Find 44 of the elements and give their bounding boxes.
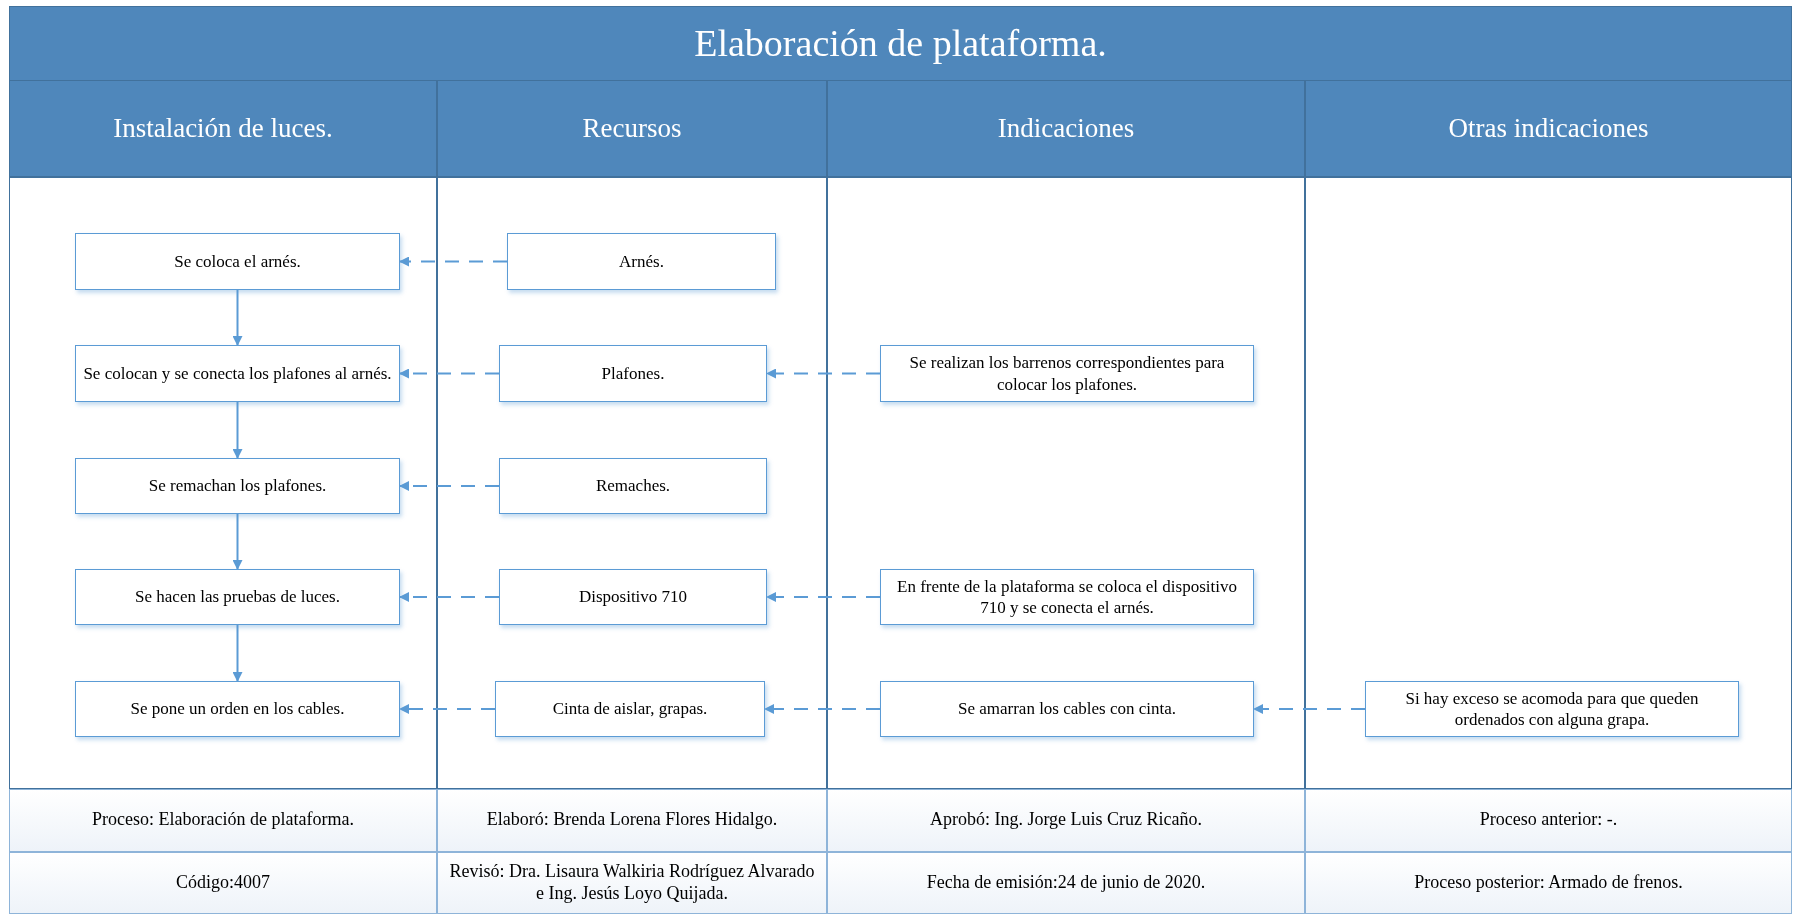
arrow xyxy=(399,592,500,602)
process-box: Si hay exceso se acomoda para que queden ordenados con alguna grapa. xyxy=(1365,681,1739,737)
arrow xyxy=(232,401,243,459)
table-cell: Código:4007 xyxy=(9,851,437,914)
table-cell: Aprobó: Ing. Jorge Luis Cruz Ricaño. xyxy=(827,789,1305,852)
process-box: Se pone un orden en los cables. xyxy=(75,681,400,737)
lane-header: Instalación de luces. xyxy=(10,81,436,178)
swimlane xyxy=(437,80,827,789)
table-cell: Fecha de emisión:24 de junio de 2020. xyxy=(827,851,1305,914)
swimlane xyxy=(9,80,437,789)
table-cell: Proceso: Elaboración de plataforma. xyxy=(9,789,437,852)
arrow xyxy=(399,704,496,714)
process-box: Se colocan y se conecta los plafones al arnés. xyxy=(75,345,400,402)
arrow xyxy=(232,513,243,570)
arrow xyxy=(399,368,500,379)
arrow xyxy=(766,592,881,602)
arrow xyxy=(399,481,500,491)
process-box: Cinta de aislar, grapas. xyxy=(495,681,765,737)
table-cell: Revisó: Dra. Lisaura Walkiria Rodríguez Alvarado e Ing. Jesús Loyo Quijada. xyxy=(437,851,827,914)
title-bar: Elaboración de plataforma. xyxy=(9,6,1792,81)
process-box: En frente de la plataforma se coloca el dispositivo 710 y se conecta el arnés. xyxy=(880,569,1254,625)
table-cell: Proceso posterior: Armado de frenos. xyxy=(1305,851,1792,914)
swimlane xyxy=(1305,80,1792,789)
table-cell: Proceso anterior: -. xyxy=(1305,789,1792,852)
lane-header: Indicaciones xyxy=(828,81,1304,178)
process-box: Remaches. xyxy=(499,458,767,514)
lane-header: Recursos xyxy=(438,81,826,178)
process-box: Se hacen las pruebas de luces. xyxy=(75,569,400,625)
table-cell: Elaboró: Brenda Lorena Flores Hidalgo. xyxy=(437,789,827,852)
arrow xyxy=(399,256,508,267)
process-box: Se amarran los cables con cinta. xyxy=(880,681,1254,737)
lane-header: Otras indicaciones xyxy=(1306,81,1791,178)
process-box: Arnés. xyxy=(507,233,776,290)
process-box: Se coloca el arnés. xyxy=(75,233,400,290)
process-box: Plafones. xyxy=(499,345,767,402)
process-box: Se realizan los barrenos correspondientes para colocar los plafones. xyxy=(880,345,1254,402)
arrow xyxy=(764,704,881,714)
swimlane xyxy=(827,80,1305,789)
arrow xyxy=(1253,704,1366,714)
arrow xyxy=(232,624,243,682)
process-box: Se remachan los plafones. xyxy=(75,458,400,514)
arrow xyxy=(232,289,243,346)
arrow xyxy=(766,368,881,379)
process-box: Dispositivo 710 xyxy=(499,569,767,625)
